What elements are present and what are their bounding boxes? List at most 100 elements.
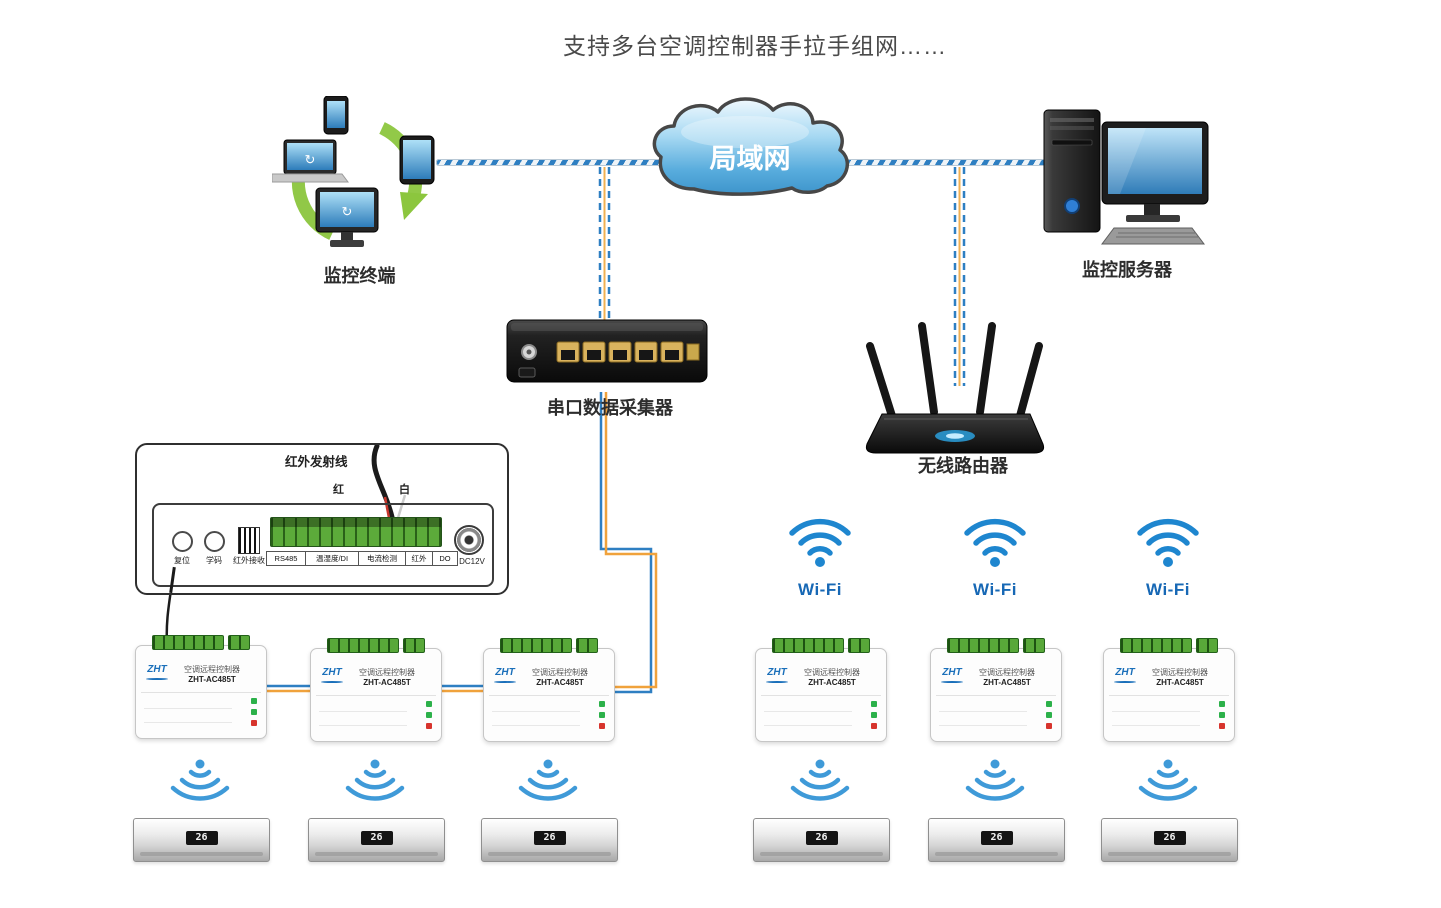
air-conditioner: 26 [481,818,618,862]
controller-front-panel: 复位 学码 红外接收 RS485 温湿度/DI 电流检测 红外 DO DC12V [152,503,494,587]
ac-vent [1108,852,1231,856]
monitor-terminals: ↻ ↻ [272,96,435,247]
lan-cable-right [846,159,1058,166]
controller-model: ZHT-AC485T [983,678,1031,687]
terminal-block-small [403,638,425,653]
led-green-2 [871,712,877,718]
controller-model: ZHT-AC485T [536,678,584,687]
ac-temperature-display: 26 [805,831,838,845]
wifi-label: Wi-Fi [1146,580,1190,599]
lan-cloud: 局域网 [652,97,850,196]
cloud-label: 局域网 [710,144,791,174]
terminal-block-small [1196,638,1218,653]
monitor-screen [1108,128,1202,194]
terminal-block-small [1023,638,1045,653]
lan-cable-left [436,159,662,166]
wifi-indicator: Wi-Fi [959,512,1031,600]
ac-controller: ZHT 空调远程控制器 ZHT-AC485T [310,638,442,742]
groove [1112,725,1200,726]
controller-name: 空调远程控制器 [532,668,588,677]
serial-data-collector [506,319,708,383]
phone-icon [323,96,349,135]
controller-name: 空调远程控制器 [184,665,240,674]
air-conditioner: 26 [133,818,270,862]
terminal-label: 监控终端 [323,266,396,286]
inset-title: 红外发射线 [285,455,348,469]
ac-vent [935,852,1058,856]
groove [939,725,1027,726]
led-green-1 [1219,701,1225,707]
power-jack [518,367,536,378]
groove [939,711,1027,712]
cloud-shape [652,97,850,196]
port-do: DO [432,551,458,566]
ir-signal-arcs [963,757,1027,808]
led-red [251,720,257,726]
desktop-monitor-icon: ↻ [315,187,379,247]
led-green-1 [426,701,432,707]
power-button [1064,198,1080,214]
collector-body [506,319,708,383]
terminal-block [327,638,399,653]
learn-button-drawing [204,531,225,552]
terminal-block-small [576,638,598,653]
groove [319,711,407,712]
wifi-icon [789,518,851,567]
controller-divider [761,695,881,696]
controller-logo: ZHT [144,660,170,680]
wifi-icon [1137,518,1199,567]
signal-arcs-icon [170,759,230,801]
terminal-block [500,638,572,653]
ethernet-ports [556,341,700,363]
controller-logo: ZHT [492,663,518,683]
signal-arcs-icon [965,759,1025,801]
ac-controller: ZHT 空调远程控制器 ZHT-AC485T [135,635,267,739]
groove [764,711,852,712]
arrowhead [400,192,428,220]
port-temp-di: 温湿度/DI [305,551,359,566]
ac-vent [760,852,883,856]
svg-text:↻: ↻ [342,204,353,219]
led-green-2 [1046,712,1052,718]
router-label: 无线路由器 [918,456,1008,476]
controller-divider [489,695,609,696]
groove [492,711,580,712]
signal-arcs-icon [518,759,578,801]
led-green-1 [1046,701,1052,707]
controller-divider [1109,695,1229,696]
wire-red-label: 红 [333,484,344,496]
ir-receiver-drawing [238,527,260,554]
wifi-label: Wi-Fi [798,580,842,599]
led-green-2 [599,712,605,718]
terminal-block [947,638,1019,653]
controller-name: 空调远程控制器 [804,668,860,677]
groove [144,722,232,723]
port-ir: 红外 [405,551,433,566]
air-conditioner: 26 [928,818,1065,862]
signal-arcs-icon [345,759,405,801]
controller-model: ZHT-AC485T [1156,678,1204,687]
signal-arcs-icon [1138,759,1198,801]
led-red [426,723,432,729]
ir-signal-arcs [1136,757,1200,808]
ac-temperature-display: 26 [360,831,393,845]
reset-label: 复位 [174,556,190,565]
controller-divider [316,695,436,696]
led-green-1 [871,701,877,707]
terminal-block [772,638,844,653]
ir-signal-arcs [343,757,407,808]
air-conditioner: 26 [753,818,890,862]
wire-white-label: 白 [399,484,410,496]
controller-divider [936,695,1056,696]
groove [144,708,232,709]
signal-arcs-icon [790,759,850,801]
port-current: 电流检测 [358,551,406,566]
ac-temperature-display: 26 [980,831,1013,845]
ac-controller: ZHT 空调远程控制器 ZHT-AC485T [1103,638,1235,742]
terminal-strip-drawing [270,517,442,547]
server-label: 监控服务器 [1082,260,1172,280]
wifi-icon [964,518,1026,567]
terminal-block [152,635,224,650]
ac-controller: ZHT 空调远程控制器 ZHT-AC485T [930,638,1062,742]
